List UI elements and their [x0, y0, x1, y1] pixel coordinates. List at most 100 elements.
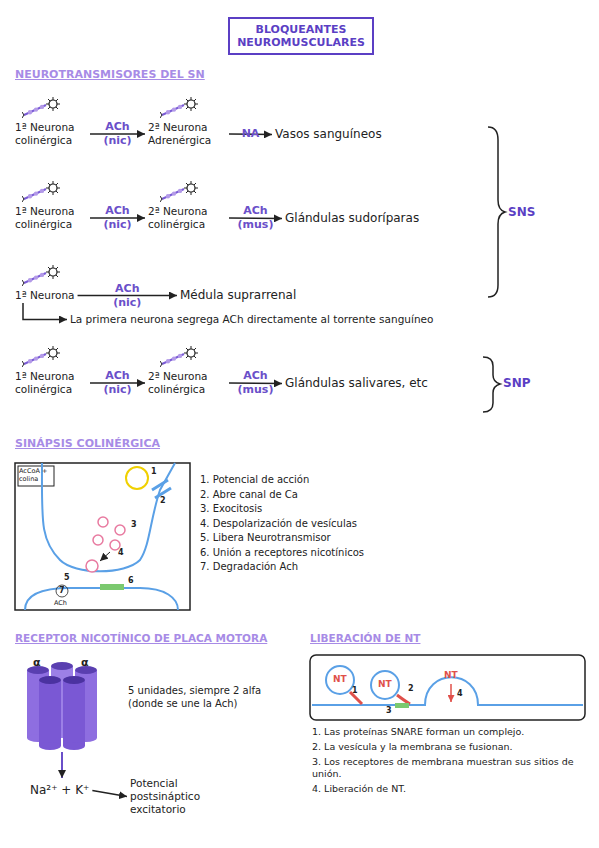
subunit-label: α	[81, 656, 89, 670]
receptor-subunit	[39, 676, 61, 750]
cylinder-body	[39, 680, 61, 746]
fusing-vesicle	[86, 560, 98, 572]
arrow-connector	[92, 791, 127, 797]
arrow-connector	[23, 303, 67, 320]
callout-number: 4	[457, 689, 463, 699]
note-text: 5 unidades, siempre 2 alfa (donde se une…	[128, 684, 293, 710]
edge-label: ACh (nic)	[99, 204, 137, 232]
subunit-label: α	[33, 656, 41, 670]
step-item: 7. Degradación Ach	[200, 560, 298, 573]
section-heading: LIBERACIÓN DE NT	[310, 632, 420, 645]
cylinder-top	[63, 676, 85, 684]
brackets	[483, 127, 505, 412]
cylinder-base	[39, 742, 61, 750]
molecule-label: ACh	[54, 599, 67, 607]
neuron-icon	[160, 97, 198, 118]
callout-circle	[56, 585, 68, 597]
edge-label: ACh (nic)	[99, 120, 137, 148]
node-text: Médula suprarrenal	[180, 288, 296, 303]
node-text: Potencial postsináptico excitatorio	[130, 777, 250, 816]
callout-number: 2	[408, 684, 414, 694]
step-item: 2. Abre canal de Ca	[200, 488, 298, 501]
target-organ: Vasos sanguíneos	[275, 127, 382, 142]
node-text: 2ª Neurona Adrenérgica	[148, 121, 226, 147]
cylinder-top	[39, 676, 61, 684]
callout-number: 2	[160, 496, 166, 506]
step-item: 1. Las proteínas SNARE forman un complej…	[312, 726, 592, 738]
movement-arrow	[100, 552, 110, 561]
vesicle-label: NT	[378, 679, 392, 690]
ion-label: Na²⁺ + K⁺	[30, 783, 89, 798]
neuron-label: 1ª Neurona colinérgica	[15, 121, 87, 147]
callout-number: 1	[352, 686, 358, 696]
edge-label: ACh (nic)	[108, 282, 146, 310]
step-item: 1. Potencial de acción	[200, 473, 309, 486]
neuron-label: 2ª Neurona Adrenérgica	[148, 121, 226, 147]
section-heading: SINÁPSIS COLINÉRGICA	[15, 437, 160, 451]
edge-label: ACh (mus)	[237, 369, 275, 397]
neuron-label: 2ª Neurona colinérgica	[148, 370, 226, 396]
node-text: Glándulas sudoríparas	[285, 211, 419, 226]
target-organ: Médula suprarrenal	[180, 288, 296, 303]
cylinder-top	[51, 662, 73, 670]
inset-label: AcCoA + colina	[19, 467, 53, 483]
callout-number: 6	[128, 576, 134, 586]
node-text: 2ª Neurona colinérgica	[148, 205, 226, 231]
cylinder-base	[63, 742, 85, 750]
callout-number: 7	[59, 586, 65, 596]
neuron-label: 2ª Neurona colinérgica	[148, 205, 226, 231]
vesicle-label: NT	[333, 674, 347, 685]
ion-flow-arrow	[61, 752, 63, 778]
neuron-icon	[22, 181, 60, 202]
neuron-icon	[160, 346, 198, 367]
neuron-label: 1ª Neurona colinérgica	[15, 370, 87, 396]
callout-number: 1	[151, 467, 157, 477]
group-label: SNS	[508, 205, 535, 220]
callout-number: 4	[118, 548, 124, 558]
step-item: 3. Exocitosis	[200, 502, 262, 515]
step-item: 5. Libera Neurotransmisor	[200, 531, 331, 544]
node-text: Na²⁺ + K⁺	[30, 783, 89, 798]
vesicle	[93, 535, 103, 545]
group-label: SNP	[503, 376, 530, 391]
node-text: Vasos sanguíneos	[275, 127, 382, 142]
synapse-illustration	[15, 463, 190, 610]
node-text: 1ª Neurona colinérgica	[15, 205, 87, 231]
section-heading: RECEPTOR NICOTÍNICO DE PLACA MOTORA	[15, 632, 267, 645]
curly-bracket	[483, 357, 500, 412]
neuron-label: 1ª Neurona colinérgica	[15, 205, 87, 231]
target-organ: Glándulas sudoríparas	[285, 211, 419, 226]
node-text: 1ª Neurona colinérgica	[15, 370, 87, 396]
callout-number: 3	[386, 706, 392, 716]
cylinder-body	[63, 680, 85, 746]
calcium-channel	[152, 480, 171, 498]
presynaptic-terminal	[42, 463, 175, 571]
release-illustration	[310, 655, 585, 720]
vesicle	[115, 525, 125, 535]
neuron-label: 1ª Neurona	[15, 289, 75, 302]
release-arrow	[450, 684, 452, 702]
step-item: 2. La vesícula y la membrana se fusionan…	[312, 741, 592, 753]
vesicle	[326, 666, 354, 694]
node-text: 2ª Neurona colinérgica	[148, 370, 226, 396]
neuron-icon	[22, 346, 60, 367]
callout-number: 5	[64, 573, 70, 583]
membrane-receptor	[395, 703, 409, 708]
title: BLOQUEANTES NEUROMUSCULARES	[232, 23, 370, 49]
vesicle	[98, 517, 108, 527]
step-item: 6. Unión a receptores nicotínicos	[200, 546, 364, 559]
vesicle-label: NT	[444, 670, 458, 681]
receptor-subunit	[63, 676, 85, 750]
step-item: 3. Los receptores de membrana muestran s…	[312, 756, 592, 780]
neuron-icon	[22, 97, 60, 118]
figure-frame	[310, 655, 585, 720]
node-text: 1ª Neurona colinérgica	[15, 121, 87, 147]
edge-label: ACh (mus)	[237, 204, 275, 232]
inset-box	[18, 466, 54, 486]
receptor-illustration	[27, 662, 97, 778]
effect-label: Potencial postsináptico excitatorio	[130, 777, 250, 816]
action-potential-mark	[126, 467, 148, 489]
step-item: 4. Despolarización de vesículas	[200, 517, 357, 530]
cell-membrane	[312, 677, 583, 705]
